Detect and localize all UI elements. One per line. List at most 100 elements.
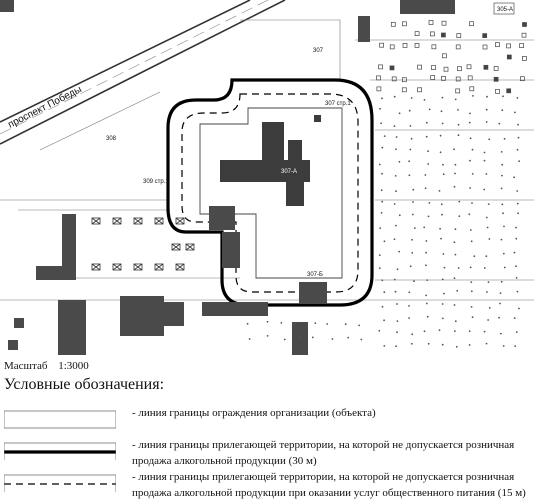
tree-dot: [383, 240, 386, 243]
tree-dot: [471, 148, 474, 151]
tree-dot: [469, 266, 472, 269]
tree-dot: [427, 215, 430, 218]
tree-dot: [457, 267, 460, 269]
tree-dot: [486, 226, 489, 229]
avenue-road: [0, 0, 286, 145]
tree-dot: [428, 108, 431, 111]
tree-dot: [395, 136, 398, 138]
tree-dot: [395, 224, 397, 227]
tree-dot: [280, 322, 283, 324]
tree-dot: [502, 345, 505, 347]
tree-dot: [381, 146, 384, 149]
tree-dot: [453, 304, 456, 306]
tree-dot: [499, 292, 502, 294]
tree-dot: [470, 281, 473, 283]
tree-dot: [443, 266, 446, 269]
tree-dot: [425, 240, 428, 242]
tree-dot: [381, 305, 384, 308]
garage-square: [389, 65, 395, 71]
tree-dot: [486, 95, 488, 98]
tree-dot: [424, 187, 427, 190]
tree-dot: [331, 338, 334, 340]
tree-dot: [425, 294, 427, 297]
tree-dot: [503, 225, 505, 228]
tree-dot: [394, 175, 397, 177]
garage-square: [482, 33, 488, 38]
tree-dot: [396, 303, 398, 305]
small-structures: [91, 217, 195, 271]
tree-dot: [423, 330, 426, 333]
tree-dot: [393, 95, 396, 98]
tree-dot: [469, 159, 471, 162]
tree-dot: [425, 302, 428, 305]
tree-dot: [468, 121, 471, 124]
tree-dot: [500, 187, 503, 190]
tree-dot: [513, 176, 515, 179]
tree-dot: [517, 212, 519, 215]
tree-dot: [439, 151, 442, 154]
tree-dot: [453, 277, 456, 280]
garage-square: [495, 42, 500, 47]
garage-plots: [376, 20, 527, 94]
tree-dot: [457, 134, 460, 137]
tree-dot: [411, 238, 413, 241]
garage-square: [467, 75, 473, 81]
scale-indicator: Масштаб 1:3000: [4, 360, 89, 372]
tree-dot: [501, 163, 504, 166]
tree-dot: [393, 278, 396, 281]
tree-dot: [516, 148, 519, 151]
garage-square: [378, 64, 383, 70]
garage-square: [521, 32, 527, 38]
tree-dot: [347, 336, 350, 339]
garage-square: [455, 76, 461, 82]
tree-dot: [485, 255, 488, 258]
garage-square: [414, 31, 420, 36]
tree-dot: [454, 253, 457, 256]
tree-dot: [380, 122, 382, 125]
border-15m-swatch: [4, 474, 116, 492]
garage-square: [443, 66, 449, 72]
garage-square: [520, 76, 525, 82]
legend-text-fence: - линия границы ограждения организации (…: [132, 407, 376, 419]
tree-dot: [311, 336, 314, 339]
tree-dot: [294, 322, 296, 325]
tree-dot: [360, 338, 363, 341]
tree-dot: [442, 163, 444, 166]
garage-square: [431, 65, 436, 70]
legend-text-15m: - линия границы прилегающей территории, …: [132, 471, 526, 499]
tree-dot: [425, 135, 428, 138]
tree-dot: [424, 174, 427, 176]
garage-square: [493, 66, 499, 71]
tree-dot: [442, 173, 445, 176]
tree-dot: [502, 95, 504, 98]
tree-dot: [438, 190, 441, 192]
tree-dot: [383, 345, 386, 347]
tree-dot: [426, 279, 429, 281]
garage-square: [522, 22, 527, 27]
legend-item-fence: - линия границы ограждения организации (…: [4, 402, 532, 432]
tree-dot: [383, 291, 386, 294]
tree-dot: [469, 229, 472, 231]
tree-dot: [408, 174, 411, 177]
tree-dot: [299, 335, 302, 338]
garage-square: [402, 77, 407, 83]
tree-dot: [381, 97, 383, 100]
tree-dot: [468, 344, 471, 346]
tree-dot: [515, 265, 517, 268]
tree-dot: [515, 331, 518, 333]
tree-dot: [393, 125, 396, 127]
garage-square: [522, 56, 527, 61]
tree-dot: [454, 163, 457, 166]
tree-dot: [358, 324, 360, 327]
tree-dot: [483, 330, 486, 333]
tree-dot: [518, 160, 520, 163]
tree-dot: [502, 212, 504, 215]
tree-dot: [454, 330, 456, 332]
tree-dot: [398, 112, 401, 115]
tree-dot: [457, 109, 459, 111]
parcel-label-307a: 307-А: [281, 169, 297, 175]
scale-label: Масштаб: [4, 360, 48, 372]
tree-dot: [248, 338, 251, 340]
tree-dot: [501, 174, 503, 177]
legend-item-15m: - линия границы прилегающей территории, …: [4, 466, 532, 500]
